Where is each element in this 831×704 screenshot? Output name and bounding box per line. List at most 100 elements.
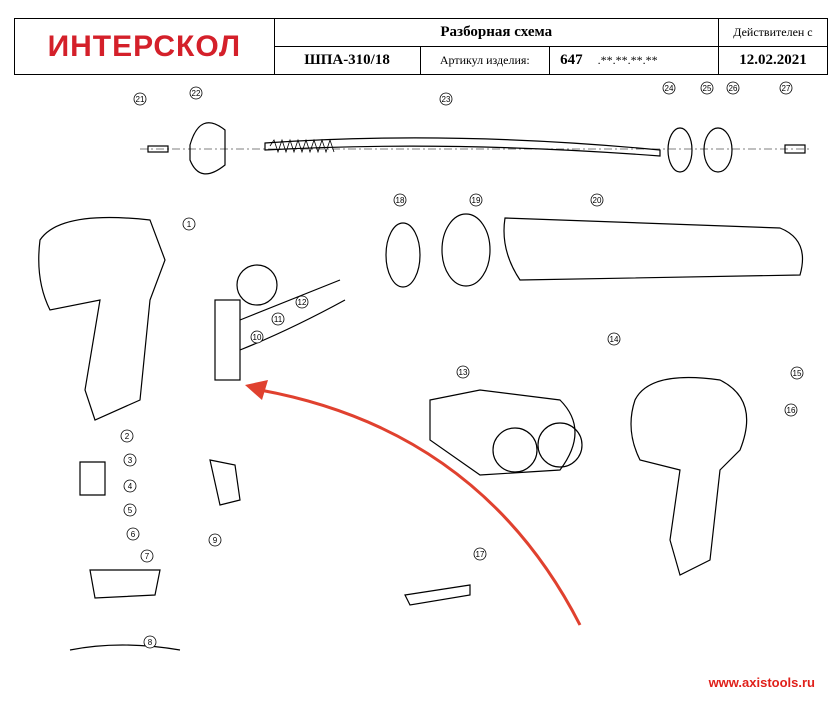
arrow-head <box>245 380 268 400</box>
callout-circle <box>779 81 793 95</box>
cartridge-holder <box>503 217 804 281</box>
callout-number: 13 <box>459 368 468 377</box>
callout-27: 27 <box>779 81 793 95</box>
o-ring <box>385 222 421 288</box>
article-label: Артикул изделия: <box>419 46 551 75</box>
logo-text: ИНТЕРСКОЛ <box>47 29 242 63</box>
callout-circle <box>469 193 483 207</box>
callout-6: 6 <box>126 527 140 541</box>
callout-21: 21 <box>133 92 147 106</box>
callout-circle <box>590 193 604 207</box>
callout-circle <box>662 81 676 95</box>
callout-15: 15 <box>790 366 804 380</box>
callout-circle <box>295 295 309 309</box>
callout-20: 20 <box>590 193 604 207</box>
callout-number: 7 <box>145 552 150 561</box>
valid-from-label: Действителен с <box>717 18 829 47</box>
callout-number: 18 <box>396 196 405 205</box>
callout-number: 11 <box>274 315 283 324</box>
callout-circle <box>393 193 407 207</box>
callout-number: 17 <box>476 550 485 559</box>
callout-23: 23 <box>439 92 453 106</box>
callout-circle <box>607 332 621 346</box>
callout-number: 25 <box>703 84 712 93</box>
article-number: 647 .**.**.**.** <box>549 46 719 75</box>
callout-circle <box>140 549 154 563</box>
callout-7: 7 <box>140 549 154 563</box>
article-prefix: 647 <box>560 52 583 68</box>
doc-title: Разборная схема <box>273 18 719 47</box>
callout-circle <box>726 81 740 95</box>
title-block: ИНТЕРСКОЛ Разборная схема Действителен с… <box>14 18 829 75</box>
trigger <box>209 459 241 506</box>
callout-2: 2 <box>120 429 134 443</box>
callout-number: 3 <box>128 456 133 465</box>
callout-circle <box>189 86 203 100</box>
callout-12: 12 <box>295 295 309 309</box>
callout-number: 15 <box>793 369 802 378</box>
callout-circle <box>456 365 470 379</box>
callout-1: 1 <box>182 217 196 231</box>
callout-8: 8 <box>143 635 157 649</box>
callout-number: 27 <box>782 84 791 93</box>
callout-number: 16 <box>787 406 796 415</box>
callout-circle <box>123 479 137 493</box>
callout-number: 19 <box>472 196 481 205</box>
callout-9: 9 <box>208 533 222 547</box>
callout-number: 24 <box>665 84 674 93</box>
callout-number: 12 <box>298 298 307 307</box>
callout-5: 5 <box>123 503 137 517</box>
callout-11: 11 <box>271 312 285 326</box>
callout-19: 19 <box>469 193 483 207</box>
callout-circle <box>208 533 222 547</box>
callout-13: 13 <box>456 365 470 379</box>
housing-left <box>38 216 166 421</box>
battery-contacts <box>89 569 161 599</box>
article-mask: .**.**.**.** <box>597 53 658 67</box>
callout-number: 1 <box>187 220 192 229</box>
callout-number: 8 <box>148 638 153 647</box>
piston-disc <box>667 127 693 173</box>
callout-4: 4 <box>123 479 137 493</box>
callout-circle <box>123 453 137 467</box>
callout-circle <box>790 366 804 380</box>
callout-circle <box>133 92 147 106</box>
wire-8 <box>69 644 181 651</box>
callout-16: 16 <box>784 403 798 417</box>
callout-circle <box>126 527 140 541</box>
gear-disc <box>236 264 278 306</box>
callout-number: 14 <box>610 335 619 344</box>
callout-25: 25 <box>700 81 714 95</box>
callout-22: 22 <box>189 86 203 100</box>
callout-circle <box>439 92 453 106</box>
callout-number: 26 <box>729 84 738 93</box>
callout-24: 24 <box>662 81 676 95</box>
callout-circle <box>784 403 798 417</box>
website-link[interactable]: www.axistools.ru <box>708 675 815 690</box>
callout-26: 26 <box>726 81 740 95</box>
piston-rod <box>264 137 661 157</box>
callout-number: 5 <box>128 506 133 515</box>
callout-circle <box>700 81 714 95</box>
callout-circle <box>143 635 157 649</box>
callout-number: 6 <box>131 530 136 539</box>
callout-circle <box>250 330 264 344</box>
callout-number: 9 <box>213 536 218 545</box>
screw <box>784 144 806 154</box>
callout-number: 10 <box>253 333 262 342</box>
callout-circle <box>120 429 134 443</box>
housing-right <box>630 376 748 576</box>
callout-10: 10 <box>250 330 264 344</box>
red-arrow <box>259 388 582 626</box>
callout-14: 14 <box>607 332 621 346</box>
callout-number: 20 <box>593 196 602 205</box>
wires <box>239 279 346 351</box>
lever <box>404 584 471 606</box>
callout-circle <box>123 503 137 517</box>
gearbox <box>429 389 576 476</box>
callout-number: 23 <box>442 95 451 104</box>
switch <box>79 461 106 496</box>
callout-18: 18 <box>393 193 407 207</box>
